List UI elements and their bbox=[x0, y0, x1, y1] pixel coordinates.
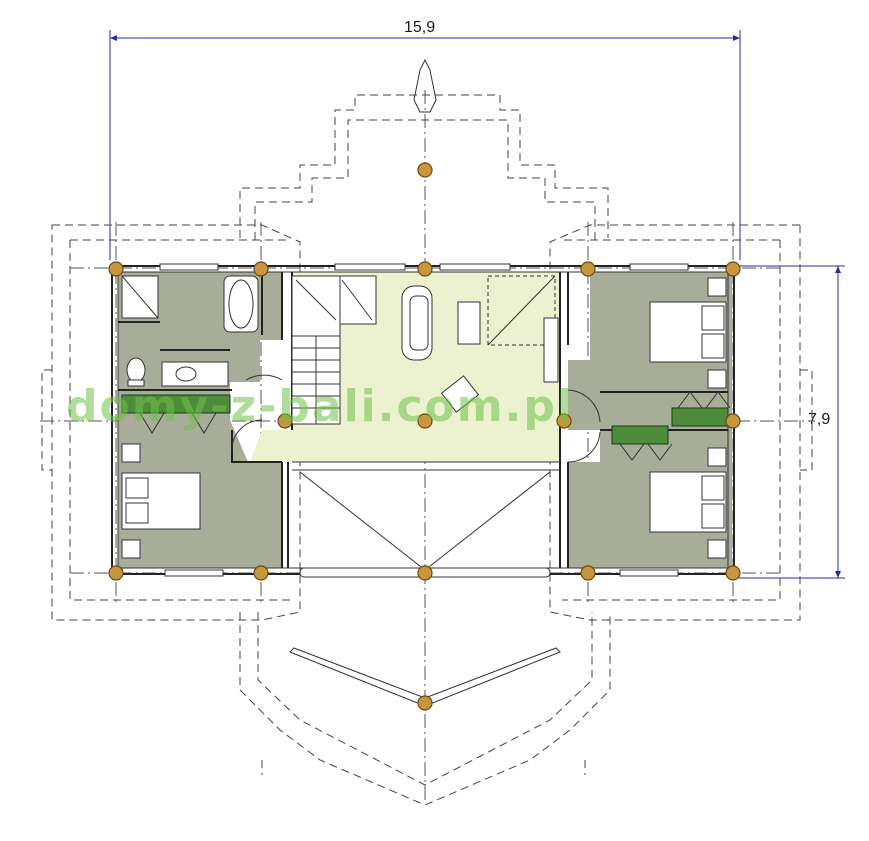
right-wardrobe-lower bbox=[611, 425, 669, 445]
depth-dimension-label: 7,9 bbox=[808, 411, 830, 428]
right-bedrooms-furniture bbox=[567, 277, 731, 559]
living-furniture bbox=[401, 275, 559, 413]
posts bbox=[108, 162, 741, 711]
watermark-text: domy-z-bali.com.pl bbox=[66, 381, 574, 432]
left-wardrobe bbox=[121, 394, 231, 414]
roof-outline bbox=[41, 94, 813, 806]
staircase bbox=[291, 275, 377, 425]
left-bathroom bbox=[121, 275, 259, 387]
left-bedroom-furniture bbox=[121, 374, 283, 559]
dimension-depth: 7,9 bbox=[735, 265, 845, 579]
width-dimension-label: 15,9 bbox=[404, 19, 435, 36]
dimension-width: 15,9 bbox=[109, 19, 741, 260]
right-wardrobe-upper bbox=[671, 407, 729, 427]
